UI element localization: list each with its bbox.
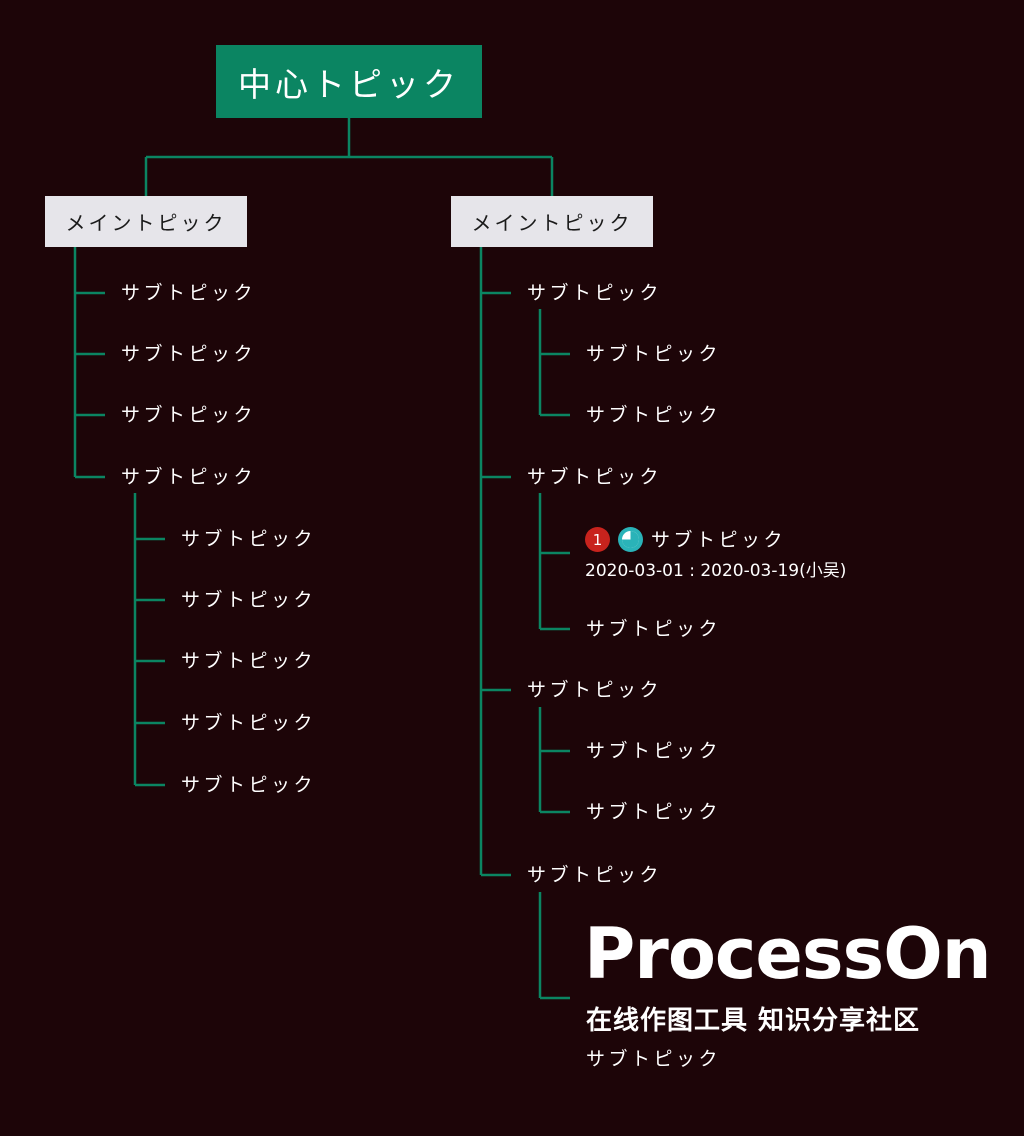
subtopic[interactable]: サブトピック [121, 466, 257, 488]
subtopic-nested[interactable]: サブトピック [181, 528, 317, 550]
task-subtopic[interactable]: 1 サブトピック 2020-03-01 : 2020-03-19(小吴) [585, 527, 846, 583]
subtopic[interactable]: サブトピック [527, 466, 663, 488]
subtopic-nested[interactable]: サブトピック [181, 650, 317, 672]
quarter-pie-icon [618, 527, 643, 552]
subtopic[interactable]: サブトピック [527, 679, 663, 701]
central-topic[interactable]: 中心トピック [216, 45, 482, 118]
subtopic[interactable]: サブトピック [121, 282, 257, 304]
task-subtopic-label: サブトピック [651, 528, 787, 551]
subtopic-nested[interactable]: サブトピック [181, 774, 317, 796]
main-topic-left[interactable]: メイントピック [45, 196, 247, 247]
subtopic-nested[interactable]: サブトピック [586, 404, 722, 426]
subtopic-nested[interactable]: サブトピック [586, 618, 722, 640]
central-topic-label: 中心トピック [238, 64, 460, 104]
task-date-range: 2020-03-01 : 2020-03-19(小吴) [585, 561, 847, 581]
watermark-slogan: 在线作图工具 知识分享社区 [586, 1006, 921, 1036]
subtopic-nested[interactable]: サブトピック [181, 589, 317, 611]
subtopic[interactable]: サブトピック [527, 282, 663, 304]
subtopic[interactable]: サブトピック [121, 343, 257, 365]
subtopic-nested[interactable]: サブトピック [586, 740, 722, 762]
subtopic-nested[interactable]: サブトピック [586, 801, 722, 823]
watermark-brand: ProcessOn [584, 913, 992, 995]
subtopic-nested[interactable]: サブトピック [586, 343, 722, 365]
progress-fill [622, 531, 639, 548]
subtopic-nested[interactable]: サブトピック [586, 1048, 722, 1070]
main-topic-label: メイントピック [471, 211, 633, 235]
subtopic-nested[interactable]: サブトピック [181, 712, 317, 734]
subtopic[interactable]: サブトピック [121, 404, 257, 426]
subtopic[interactable]: サブトピック [527, 864, 663, 886]
main-topic-right[interactable]: メイントピック [451, 196, 653, 247]
priority-badge-icon: 1 [585, 527, 610, 552]
main-topic-label: メイントピック [65, 211, 227, 235]
